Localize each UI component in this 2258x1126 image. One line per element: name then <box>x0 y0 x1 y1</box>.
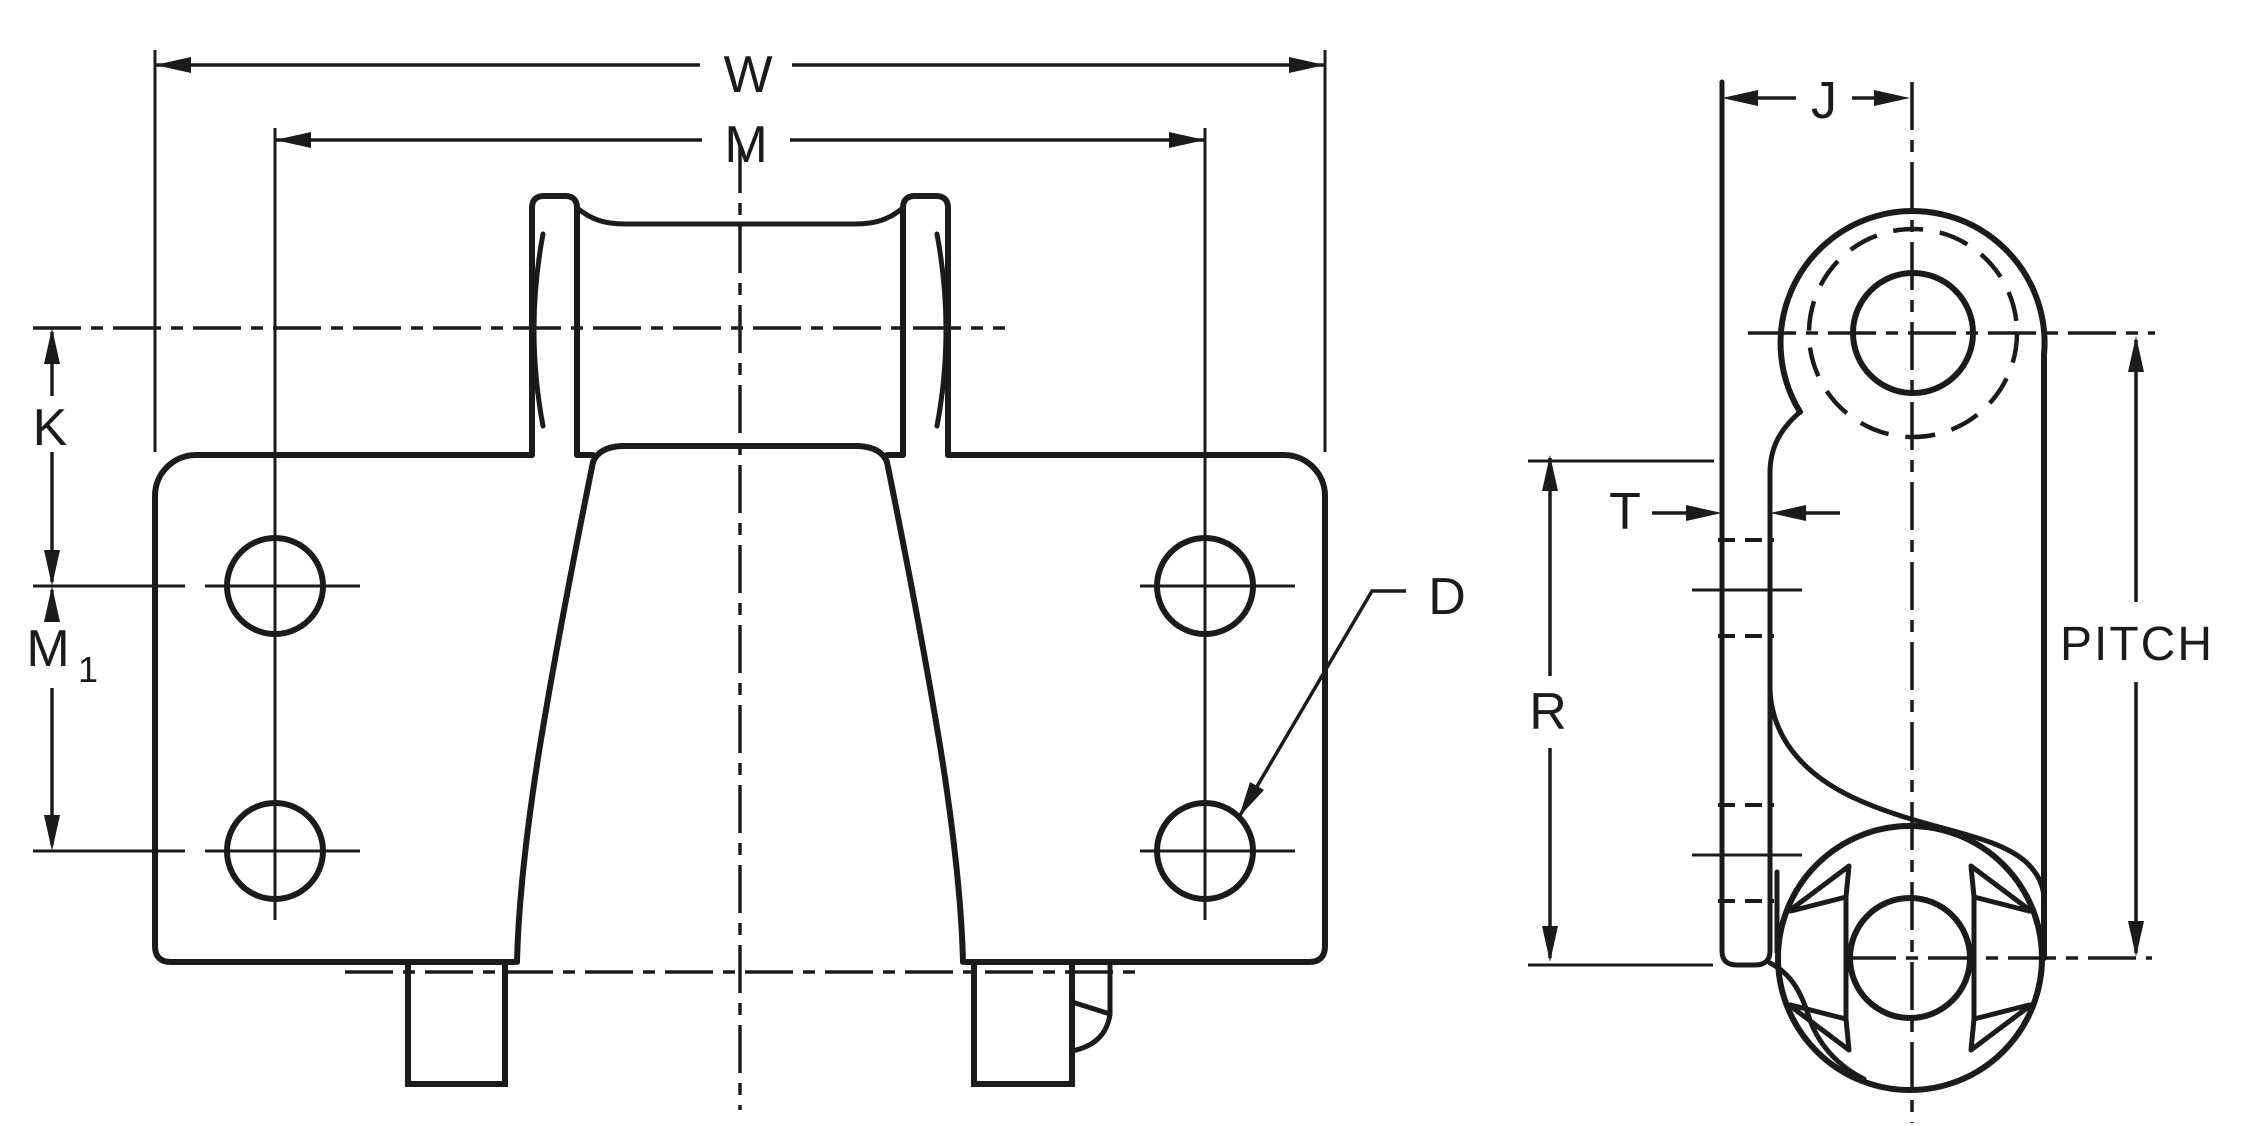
arrowhead-right <box>1686 505 1722 521</box>
dim-j: J <box>1722 72 1910 130</box>
arrowhead-left <box>275 132 311 148</box>
arrowhead-down <box>44 550 60 586</box>
arrowhead <box>1239 782 1264 817</box>
bottom-roller-circle <box>1775 823 2045 1093</box>
arrowhead-up <box>44 586 60 622</box>
arrowhead-right <box>1289 57 1325 73</box>
hump-right-edge <box>884 459 966 965</box>
dim-pitch: PITCH <box>2060 336 2214 957</box>
arrowhead-left <box>1722 90 1758 106</box>
sidebar-s-curve-lower <box>1767 960 1867 1082</box>
top-pin-hole <box>1850 270 1976 396</box>
dim-t: T <box>1609 483 1840 541</box>
dim-label-d: D <box>1428 568 1466 626</box>
dim-label-t: T <box>1609 483 1641 541</box>
sidebar-s-curve-upper <box>1767 687 2047 903</box>
arrowhead-left <box>155 57 191 73</box>
bolt-hole-top-right <box>1154 535 1256 637</box>
bottom-pin-circle <box>1847 895 1973 1021</box>
dim-label-j: J <box>1811 72 1837 130</box>
dim-label-k: K <box>33 399 68 457</box>
arrowhead-right <box>1169 132 1205 148</box>
dim-label-w: W <box>723 46 772 104</box>
top-boss-arc <box>1777 208 2048 415</box>
tab-right <box>971 959 1075 1087</box>
dim-m1: M 1 <box>26 586 98 851</box>
side-view: J T R PITCH <box>1528 72 2214 1123</box>
dim-m: M <box>275 116 1205 174</box>
sidebar-wedges-right <box>1968 863 2034 1053</box>
sidebar-wedges-left <box>1786 863 1852 1053</box>
pin-end-detail <box>1069 960 1113 1054</box>
dim-label-r: R <box>1529 683 1567 741</box>
roller-barrel-top <box>574 205 906 227</box>
bolt-hole-bottom-right <box>1154 800 1256 902</box>
dim-d: D <box>1237 568 1466 818</box>
dim-label-m1-subscript: 1 <box>78 649 98 690</box>
roller-flange-left <box>529 193 580 458</box>
hump-left-edge <box>514 459 596 965</box>
roller <box>529 193 951 458</box>
arrowhead-down <box>1542 926 1558 962</box>
roller-end-curve-left <box>531 231 546 429</box>
dim-k: K <box>33 328 68 586</box>
arrowhead-left <box>1770 505 1806 521</box>
tab-left <box>405 959 508 1087</box>
arrowhead-up <box>1542 455 1558 491</box>
arrowhead-up <box>2128 336 2144 372</box>
hidden-hole-edges <box>1718 538 1774 903</box>
top-bushing-hidden-circle <box>1806 226 2020 440</box>
bolt-hole-top-left <box>224 535 326 637</box>
dim-w: W <box>153 46 1327 452</box>
dim-label-pitch: PITCH <box>2060 618 2214 671</box>
roller-end-curve-right <box>934 231 949 429</box>
bolt-hole-bottom-left <box>224 800 326 902</box>
dim-label-m: M <box>724 116 767 174</box>
plate-strip-section <box>1719 79 1803 968</box>
dim-r: R <box>1528 455 1714 967</box>
arrowhead-down <box>2128 921 2144 957</box>
arrowhead-down <box>44 815 60 851</box>
hump-top-edge <box>590 443 890 465</box>
roller-flange-right <box>900 193 951 458</box>
arrowhead-right <box>1874 90 1910 106</box>
front-view: W M K M 1 <box>26 46 1466 1110</box>
dim-label-m1: M <box>26 620 69 678</box>
arrowhead-up <box>44 328 60 364</box>
